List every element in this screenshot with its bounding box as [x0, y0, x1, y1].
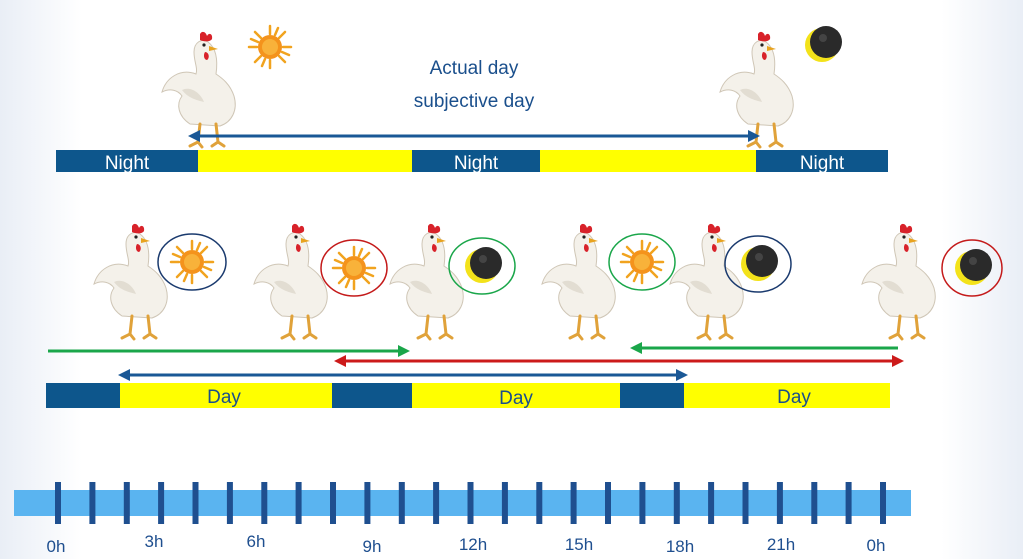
- hour-tick: [330, 482, 336, 524]
- night-label: Night: [105, 153, 150, 174]
- day-segment: [684, 383, 890, 408]
- timeline-ticks: [55, 482, 886, 524]
- hour-tick: [776, 482, 783, 524]
- day-label: Day: [777, 387, 811, 408]
- bottom-diagram: Day Day Day: [46, 222, 1003, 409]
- hen-icon: [860, 222, 937, 341]
- day-label: Day: [207, 387, 241, 408]
- hour-label: 18h: [666, 537, 694, 556]
- subjective-day-arrow: [188, 130, 760, 142]
- hour-tick: [89, 482, 96, 524]
- hour-label: 6h: [247, 532, 266, 551]
- hour-label: 3h: [145, 532, 164, 551]
- timeline: 0h 3h 6h 9h 12h 15h 18h 21h 0h: [14, 482, 911, 556]
- hour-tick: [433, 482, 440, 524]
- hour-label: 21h: [767, 535, 795, 554]
- top-light-bar: Night Night Night: [56, 150, 888, 174]
- sun-icon: [331, 245, 377, 291]
- hour-tick: [158, 482, 165, 524]
- hour-tick: [55, 482, 61, 524]
- hour-tick: [708, 482, 715, 524]
- hour-tick: [226, 482, 233, 524]
- moon-badge: [724, 235, 792, 293]
- caption-actual-day: Actual day: [430, 58, 519, 79]
- green-arrow: [630, 342, 898, 354]
- hen-icon: [160, 30, 237, 149]
- hour-tick: [811, 482, 818, 524]
- hour-tick: [570, 482, 577, 524]
- hour-tick: [880, 482, 886, 524]
- hour-labels: 0h 3h 6h 9h 12h 15h 18h 21h 0h: [47, 532, 886, 556]
- night-segment: [756, 150, 888, 172]
- sun-icon: [169, 239, 215, 285]
- hour-tick: [673, 482, 680, 524]
- hour-tick: [501, 482, 508, 524]
- sun-badge: [157, 233, 227, 291]
- hour-label: 12h: [459, 535, 487, 554]
- hour-label: 9h: [363, 537, 382, 556]
- hour-tick: [364, 482, 371, 524]
- hour-label: 0h: [867, 536, 886, 555]
- hour-tick: [845, 482, 852, 524]
- caption-subjective-day: subjective day: [414, 91, 535, 112]
- moon-icon: [465, 247, 502, 283]
- hour-tick: [639, 482, 646, 524]
- hour-tick: [192, 482, 199, 524]
- night-segment: [412, 150, 540, 172]
- blue-arrow: [118, 369, 688, 381]
- hour-tick: [605, 482, 611, 524]
- hour-tick: [742, 482, 749, 524]
- sun-badge: [608, 233, 676, 291]
- night-label: Night: [454, 153, 499, 174]
- hour-tick: [261, 482, 268, 524]
- hen-icon: [388, 222, 465, 341]
- night-segment: [332, 383, 412, 408]
- hen-icon: [92, 222, 169, 341]
- hour-tick: [467, 482, 474, 524]
- moon-badge: [448, 237, 516, 295]
- hen-icon: [252, 222, 329, 341]
- hour-tick: [398, 482, 405, 524]
- night-segment: [620, 383, 684, 408]
- night-label: Night: [800, 153, 845, 174]
- day-segment: [198, 150, 412, 172]
- moon-badge: [941, 239, 1003, 297]
- day-segment: [540, 150, 756, 172]
- hour-label: 0h: [47, 537, 66, 556]
- green-arrow: [48, 345, 410, 357]
- hour-tick: [536, 482, 543, 524]
- day-segment: [120, 383, 332, 408]
- night-segment: [46, 383, 120, 408]
- timeline-band: [14, 490, 911, 516]
- hour-tick: [295, 482, 302, 524]
- hen-icon: [540, 222, 617, 341]
- top-diagram: Actual day subjective day Night Night Ni…: [56, 24, 888, 174]
- moon-icon: [741, 245, 778, 281]
- hen-icon: [718, 30, 795, 149]
- moon-icon: [805, 26, 842, 62]
- red-arrow: [334, 355, 904, 367]
- sun-badge: [320, 239, 388, 297]
- night-segment: [56, 150, 198, 172]
- hour-tick: [123, 482, 130, 524]
- day-label: Day: [499, 388, 533, 409]
- hour-label: 15h: [565, 535, 593, 554]
- moon-icon: [955, 249, 992, 285]
- day-segment: [412, 383, 620, 408]
- sun-icon: [619, 239, 665, 285]
- sun-icon: [247, 24, 293, 70]
- bottom-light-bar: Day Day Day: [46, 383, 890, 409]
